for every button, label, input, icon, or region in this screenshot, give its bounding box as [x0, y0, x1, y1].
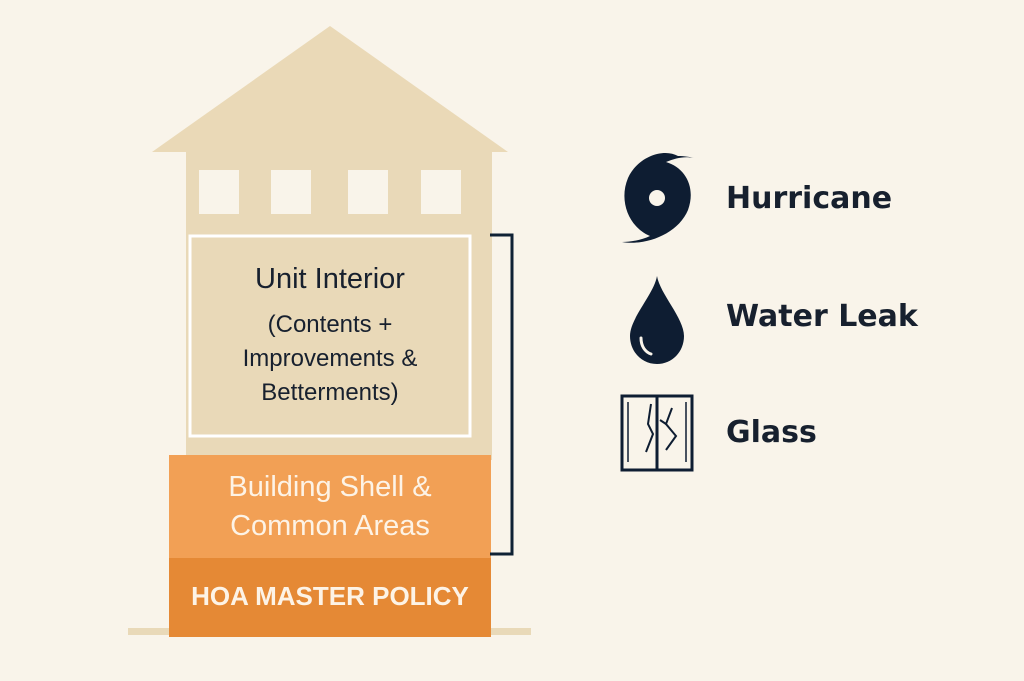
legend-label-glass: Glass	[726, 415, 817, 450]
legend-label-hurricane: Hurricane	[726, 181, 892, 216]
window	[271, 170, 311, 214]
broken-glass-icon	[620, 394, 694, 472]
water-drop-icon	[626, 274, 688, 366]
house-roof	[152, 26, 508, 152]
building-shell-line-1: Building Shell &	[169, 470, 491, 505]
coverage-bracket	[490, 235, 512, 554]
master-policy-label: HOA MASTER POLICY	[169, 581, 491, 612]
legend-label-water-leak: Water Leak	[726, 299, 918, 334]
window	[421, 170, 461, 214]
unit-interior-line-3: Betterments)	[190, 379, 470, 408]
unit-interior-line-2: Improvements &	[190, 345, 470, 374]
unit-interior-title: Unit Interior	[190, 262, 470, 297]
hurricane-icon	[620, 150, 696, 244]
window	[348, 170, 388, 214]
unit-interior-line-1: (Contents +	[190, 311, 470, 340]
building-shell-line-2: Common Areas	[169, 509, 491, 544]
window	[199, 170, 239, 214]
